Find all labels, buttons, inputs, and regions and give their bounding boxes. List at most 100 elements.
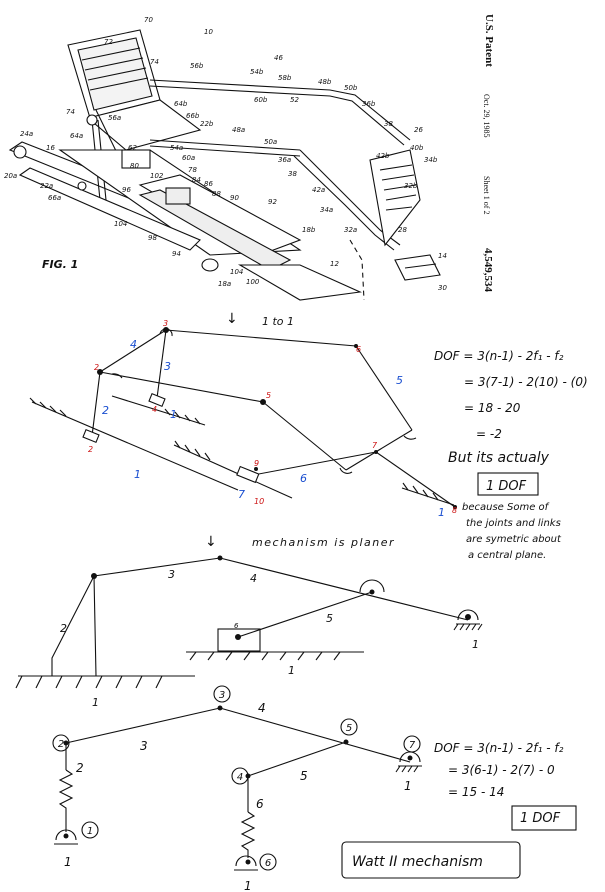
- callout: 36a: [278, 156, 291, 164]
- joint-label: 7: [372, 441, 378, 450]
- dof-remark: But its actualy: [448, 450, 550, 466]
- link-label: 3: [140, 739, 148, 753]
- kinematic-joint-dots: [63, 705, 413, 865]
- mechanism-title-box: [341, 841, 521, 879]
- callout: 50b: [344, 84, 358, 92]
- callout: 32b: [404, 182, 418, 190]
- joint-label: 3: [163, 319, 168, 328]
- callout: 60a: [182, 154, 195, 162]
- link-label: 6: [256, 797, 264, 811]
- callout: 62: [128, 144, 137, 152]
- planar-labels: 3 4 2 5 6 1 1: [60, 568, 479, 677]
- patent-figure: [8, 29, 441, 301]
- joint-label: 5: [346, 723, 352, 734]
- callout: 72: [104, 38, 113, 46]
- link-label: 3: [168, 568, 175, 581]
- link-label: 1: [134, 468, 141, 481]
- dof-result: 1 DOF: [486, 479, 527, 494]
- callout: 20a: [4, 172, 17, 180]
- dof-note: the joints and links: [466, 518, 561, 529]
- link-label: 4: [258, 701, 266, 715]
- callout: 48b: [318, 78, 332, 86]
- patent-sheet: Sheet 1 of 2: [482, 176, 491, 214]
- callout: 98: [148, 234, 157, 242]
- patent-header: U.S. Patent Oct. 29, 1985 Sheet 1 of 2 4…: [482, 14, 495, 293]
- callout: 14: [438, 252, 447, 260]
- kinematic-link-labels: 2 3 4 5 6 1 1 1: [64, 701, 412, 892]
- link-label: 7: [238, 488, 245, 501]
- joint-label: 1: [87, 826, 93, 837]
- patent-date: Oct. 29, 1985: [482, 94, 491, 138]
- link-label: 1: [472, 638, 479, 651]
- joint-label: 6: [356, 345, 361, 354]
- joint-label: 4: [152, 405, 157, 414]
- callout: 42a: [312, 186, 325, 194]
- link-label: 2: [102, 404, 109, 417]
- link-label: 6: [300, 472, 307, 485]
- dof-note: are symetric about: [466, 534, 562, 545]
- dof-result-box: [477, 472, 539, 496]
- link-label: 1: [404, 779, 412, 793]
- link-label: 3: [164, 360, 171, 373]
- down-arrow-icon: ↓: [226, 311, 238, 327]
- joint-label: 2: [88, 445, 93, 454]
- link-label: 1: [244, 879, 252, 892]
- patent-title: U.S. Patent: [483, 14, 495, 67]
- patent-number: 4,549,534: [482, 248, 494, 293]
- callout: 36b: [362, 100, 376, 108]
- callout: 100: [246, 278, 260, 286]
- callout: 102: [150, 172, 164, 180]
- link-label: 6: [234, 622, 239, 630]
- fig-label: FIG. 1: [42, 258, 78, 271]
- link-label: 5: [396, 374, 403, 387]
- link-label: 2: [60, 622, 67, 635]
- callout: 38: [288, 170, 297, 178]
- callout: 24a: [20, 130, 33, 138]
- callout: 40b: [410, 144, 424, 152]
- link-label: 4: [250, 572, 257, 585]
- callout: 104: [230, 268, 243, 276]
- patent-callouts: 70 10 72 74 46 56b 54b 58b 48b 50b 60b 5…: [4, 16, 447, 292]
- callout: 86: [204, 180, 213, 188]
- skeleton-diagram: [29, 328, 456, 508]
- callout: 96: [122, 186, 131, 194]
- callout: 64b: [174, 100, 188, 108]
- joint-label: 2: [94, 363, 99, 372]
- callout: 104: [114, 220, 127, 228]
- callout: 64a: [70, 132, 83, 140]
- callout: 56b: [190, 62, 204, 70]
- callout: 34b: [424, 156, 438, 164]
- callout: 18b: [302, 226, 316, 234]
- link-label: 5: [300, 769, 308, 783]
- dof-step: = -2: [476, 427, 502, 441]
- callout: 34a: [320, 206, 333, 214]
- callout: 18a: [218, 280, 231, 288]
- dof-formula: DOF = 3(n-1) - 2f₁ - f₂: [434, 349, 564, 363]
- callout: 22b: [200, 120, 214, 128]
- down-arrow-icon: ↓: [205, 534, 217, 550]
- callout: 90: [230, 194, 239, 202]
- callout: 48a: [232, 126, 245, 134]
- ground-label: 1: [92, 696, 99, 709]
- link-label: 4: [130, 338, 137, 351]
- callout: 74: [66, 108, 75, 116]
- joint-label: 3: [219, 690, 225, 701]
- dof-note: because Some of: [462, 502, 550, 513]
- callout: 52: [290, 96, 299, 104]
- joint-label: 8: [452, 506, 457, 515]
- callout: 58b: [278, 74, 292, 82]
- dof-calculation-1: DOF = 3(n-1) - 2f₁ - f₂ = 3(7-1) - 2(10)…: [434, 349, 588, 561]
- blue-link-labels: 4 3 2 1 5 1 6 7 1: [102, 338, 445, 519]
- callout: 32a: [344, 226, 357, 234]
- callout: 10: [204, 28, 213, 36]
- joint-label: 9: [254, 459, 259, 468]
- kinematic-diagram: [52, 685, 422, 871]
- callout: 38: [384, 120, 393, 128]
- callout: 16: [46, 144, 55, 152]
- transition-note: 1 to 1: [262, 315, 294, 328]
- link-label: 1: [64, 855, 72, 869]
- joint-label: 10: [254, 497, 264, 506]
- link-label: 1: [288, 664, 295, 677]
- link-label: 1: [438, 506, 445, 519]
- red-joint-labels: 3 2 6 5 4 2 7 9 10 8: [88, 319, 457, 515]
